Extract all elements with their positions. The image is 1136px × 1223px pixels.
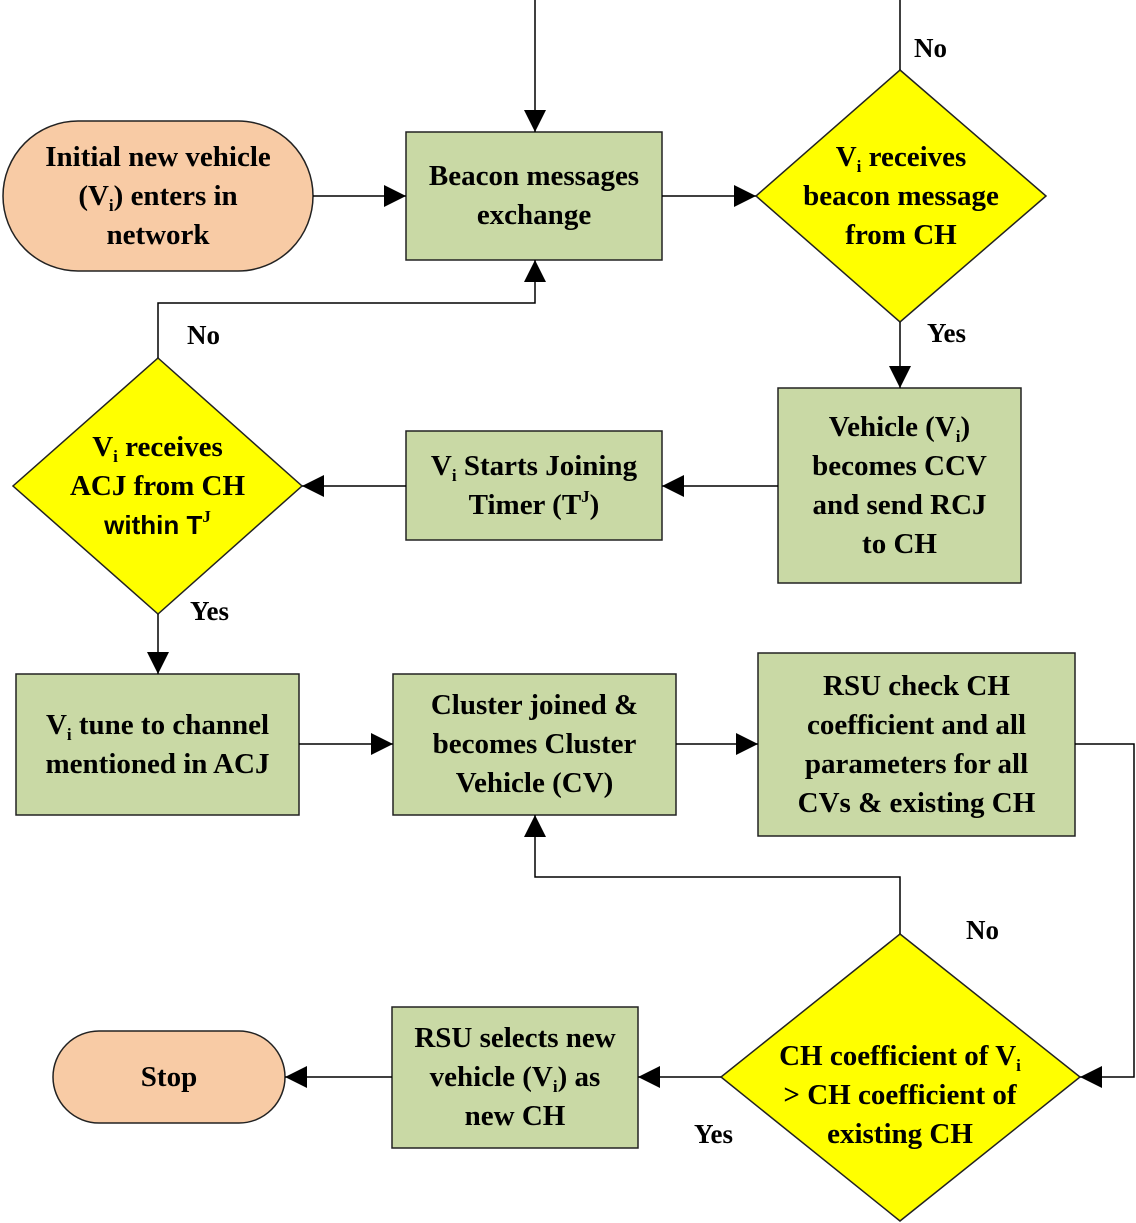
acj-no-to-beacon-arrow xyxy=(157,260,546,358)
text-line: Vi tune to channel xyxy=(45,708,270,744)
text-line: Vehicle (CV) xyxy=(455,767,614,799)
text-line: from CH xyxy=(845,218,957,251)
coefficient-no-label: No xyxy=(966,915,999,945)
text-line: vehicle (Vi) as xyxy=(429,1061,601,1096)
text-line: and send RCJ xyxy=(812,488,987,521)
becomes-ccv-box xyxy=(777,387,1022,584)
text-line: mentioned in ACJ xyxy=(45,747,270,780)
rsu-check-box xyxy=(757,652,1076,837)
text-line: RSU check CH xyxy=(823,669,1010,702)
coefficient-yes-label: Yes xyxy=(694,1119,733,1149)
text-line: network xyxy=(106,218,210,251)
compare-coefficient-decision xyxy=(719,933,1082,1222)
beacon-yes-label: Yes xyxy=(927,318,966,348)
text-line: parameters for all xyxy=(804,747,1029,780)
beacon-no-label: No xyxy=(914,33,947,63)
text-line: beacon message xyxy=(803,179,999,212)
text-line: Cluster joined & xyxy=(430,689,639,721)
rsu-check-text: RSU check CH coefficient and all parameter… xyxy=(758,653,1075,836)
joining-timer-box xyxy=(405,430,663,541)
text-line: Timer (TJ) xyxy=(468,486,600,521)
text-line: CH coefficient of Vi xyxy=(779,1039,1021,1075)
text-line: Vi receives xyxy=(835,140,967,176)
text-line: Initial new vehicle xyxy=(45,140,271,173)
text-line: (Vi) enters in xyxy=(78,179,238,215)
text-line: RSU selects new xyxy=(414,1022,616,1054)
text-line: > CH coefficient of xyxy=(783,1078,1017,1111)
text-line: Vi Starts Joining xyxy=(430,449,638,485)
compare-no-to-cluster-arrow xyxy=(524,815,901,934)
text-line: existing CH xyxy=(827,1117,973,1150)
text-line: Vehicle (Vi) xyxy=(828,410,971,446)
text-line: to CH xyxy=(862,527,937,560)
text-line: new CH xyxy=(464,1100,566,1132)
text-line: Stop xyxy=(140,1060,198,1093)
acj-yes-label: Yes xyxy=(190,596,229,626)
text-line: coefficient and all xyxy=(806,708,1027,741)
cluster-joined-box xyxy=(392,673,677,816)
becomes-ccv-text: Vehicle (Vi)becomes CCV and send RCJ to CH xyxy=(778,388,1021,583)
text-line: Beacon messages xyxy=(428,160,640,192)
rsu-check-to-compare-arrow xyxy=(1075,743,1135,1088)
text-line: within TJ xyxy=(104,506,211,540)
compare-coefficient-decision-text: CH coefficient of Vi> CH coefficient of e… xyxy=(740,1015,1060,1175)
beacon-exchange-text: Beacon messages exchange xyxy=(406,132,662,260)
text-line: becomes Cluster xyxy=(432,728,637,760)
rsu-selects-text: RSU selects new vehicle (Vi) as new CH xyxy=(392,1007,638,1148)
text-line: becomes CCV xyxy=(812,449,987,482)
text-line: CVs & existing CH xyxy=(797,786,1036,819)
rsu-selects-box xyxy=(391,1006,639,1149)
text-line: Vi receives xyxy=(92,430,223,466)
text-line: exchange xyxy=(476,199,592,231)
text-line: ACJ from CH xyxy=(69,469,246,502)
acj-no-label: No xyxy=(187,320,220,350)
stop-terminal-text: Stop xyxy=(53,1031,285,1123)
